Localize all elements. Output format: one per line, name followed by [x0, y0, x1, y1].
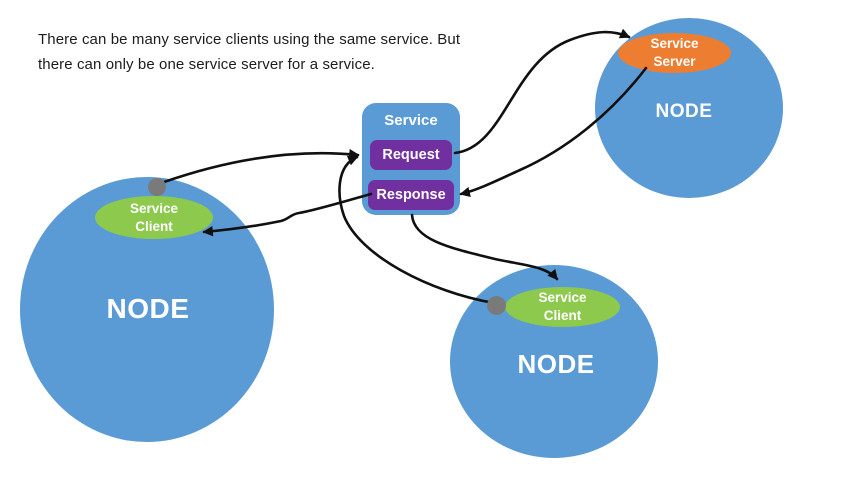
- service-server-ellipse: Service Server: [618, 33, 731, 73]
- response-box: Response: [368, 180, 454, 210]
- caption-text: There can be many service clients using …: [38, 27, 478, 77]
- service-client-ellipse-bottom: Service Client: [505, 287, 620, 327]
- service-server-line2: Server: [653, 54, 696, 69]
- node-label-top-right: NODE: [655, 101, 713, 122]
- caption-line-1: There can be many service clients using …: [38, 31, 461, 48]
- service-client-bottom-line1: Service: [538, 290, 587, 305]
- service-client-ellipse-left: Service Client: [95, 196, 213, 239]
- service-client-bottom-line2: Client: [543, 308, 582, 323]
- service-box-title: Service: [384, 112, 438, 129]
- connection-dot-left: [148, 178, 166, 196]
- service-server-line1: Service: [650, 36, 699, 51]
- caption-line-2: there can only be one service server for…: [38, 56, 375, 73]
- node-label-bottom: NODE: [517, 349, 595, 379]
- arrow-left-client-to-request: [162, 148, 360, 184]
- connection-dot-bottom: [487, 296, 506, 315]
- service-box: Service Request Response: [362, 103, 460, 215]
- service-client-left-line2: Client: [135, 218, 173, 234]
- node-label-left: NODE: [106, 293, 190, 324]
- request-box: Request: [370, 140, 452, 170]
- service-client-left-line1: Service: [129, 200, 179, 216]
